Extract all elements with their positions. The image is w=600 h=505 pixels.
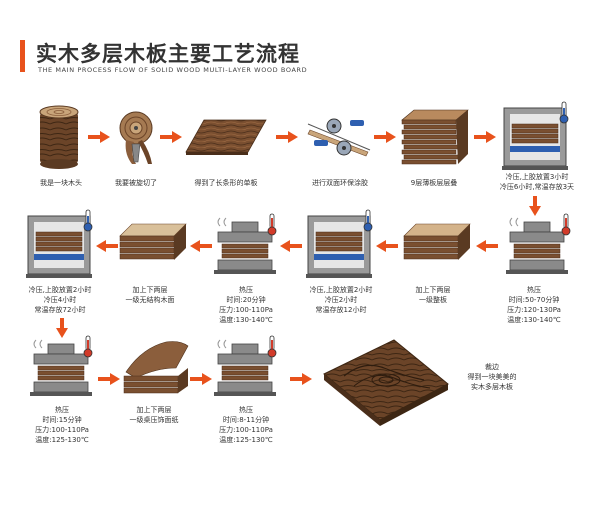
step-5-caption: 9层薄板层层叠 bbox=[410, 179, 458, 187]
hot-press-icon bbox=[214, 217, 276, 274]
arrow-left-icon bbox=[190, 240, 212, 252]
thermometer-cold-icon bbox=[363, 209, 373, 232]
arrow-right-icon bbox=[190, 373, 212, 385]
step-10-caption: 热压 时间:20分钟 压力:100-110Pa 温度:130-140℃ bbox=[219, 286, 273, 324]
step-14-caption: 加上下两层 一级桌压饰面纸 bbox=[129, 406, 179, 424]
arrow-right-icon bbox=[276, 131, 298, 143]
hot-press-icon bbox=[214, 339, 276, 396]
step-3-caption: 得到了长条形的单板 bbox=[194, 179, 258, 187]
step-16-caption: 裁边 得到一块美美的 实木多层木板 bbox=[467, 363, 517, 391]
title-accent-bar bbox=[20, 40, 25, 72]
arrow-right-icon bbox=[98, 373, 120, 385]
step-9-caption: 冷压,上胶放置2小时 冷压2小时 常温存放12小时 bbox=[309, 286, 373, 314]
arrow-down-icon bbox=[529, 196, 541, 216]
thermometer-hot-icon bbox=[267, 335, 277, 358]
step-1-caption: 我是一块木头 bbox=[40, 179, 82, 187]
arrow-left-icon bbox=[376, 240, 398, 252]
step-2-caption: 我要被旋切了 bbox=[115, 179, 157, 187]
step-11-caption: 加上下两层 一级无结构木面 bbox=[125, 286, 175, 304]
thermometer-hot-icon bbox=[561, 213, 571, 236]
board-stack-icon bbox=[403, 223, 471, 260]
arrow-left-icon bbox=[280, 240, 302, 252]
cold-press-icon bbox=[26, 215, 92, 278]
step-4-caption: 进行双面环保涂胶 bbox=[312, 179, 368, 187]
thermometer-hot-icon bbox=[83, 335, 93, 358]
rotary-peel-icon bbox=[119, 111, 153, 164]
stacked-layers-icon bbox=[401, 109, 469, 165]
thermometer-hot-icon bbox=[267, 213, 277, 236]
cold-press-icon bbox=[306, 215, 372, 278]
cold-press-icon bbox=[502, 107, 568, 170]
arrow-left-icon bbox=[476, 240, 498, 252]
step-13-caption: 热压 时间:15分钟 压力:100-110Pa 温度:125-130℃ bbox=[35, 406, 89, 444]
thermometer-cold-icon bbox=[559, 101, 569, 124]
page-subtitle: THE MAIN PROCESS FLOW OF SOLID WOOD MULT… bbox=[38, 66, 308, 74]
page-title: 实木多层木板主要工艺流程 bbox=[36, 42, 300, 66]
arrow-right-icon bbox=[374, 131, 396, 143]
board-stack-icon bbox=[119, 223, 187, 260]
step-7-caption: 热压 时间:50-70分钟 压力:120-130Pa 温度:130-140℃ bbox=[507, 286, 561, 324]
arrow-right-icon bbox=[88, 131, 110, 143]
step-6-caption: 冷压,上胶放置3小时 冷压6小时,常温存放3天 bbox=[499, 173, 575, 191]
step-12-caption: 冷压,上胶放置2小时 冷压4小时 常温存放72小时 bbox=[28, 286, 92, 314]
hot-press-icon bbox=[506, 217, 568, 274]
finished-board-icon bbox=[323, 339, 449, 426]
veneer-sheet-icon bbox=[185, 119, 267, 155]
arrow-left-icon bbox=[96, 240, 118, 252]
hot-press-icon bbox=[30, 339, 92, 396]
glue-roller-icon bbox=[307, 118, 371, 157]
arrow-right-icon bbox=[290, 373, 312, 385]
step-15-caption: 热压 时间:8-11分钟 压力:100-110Pa 温度:125-130℃ bbox=[219, 406, 273, 444]
arrow-down-icon bbox=[56, 318, 68, 338]
arrow-right-icon bbox=[474, 131, 496, 143]
arrow-right-icon bbox=[160, 131, 182, 143]
log-icon bbox=[39, 105, 79, 169]
decor-paper-icon bbox=[123, 341, 189, 394]
step-8-caption: 加上下两层 一级整板 bbox=[415, 286, 451, 304]
thermometer-cold-icon bbox=[83, 209, 93, 232]
